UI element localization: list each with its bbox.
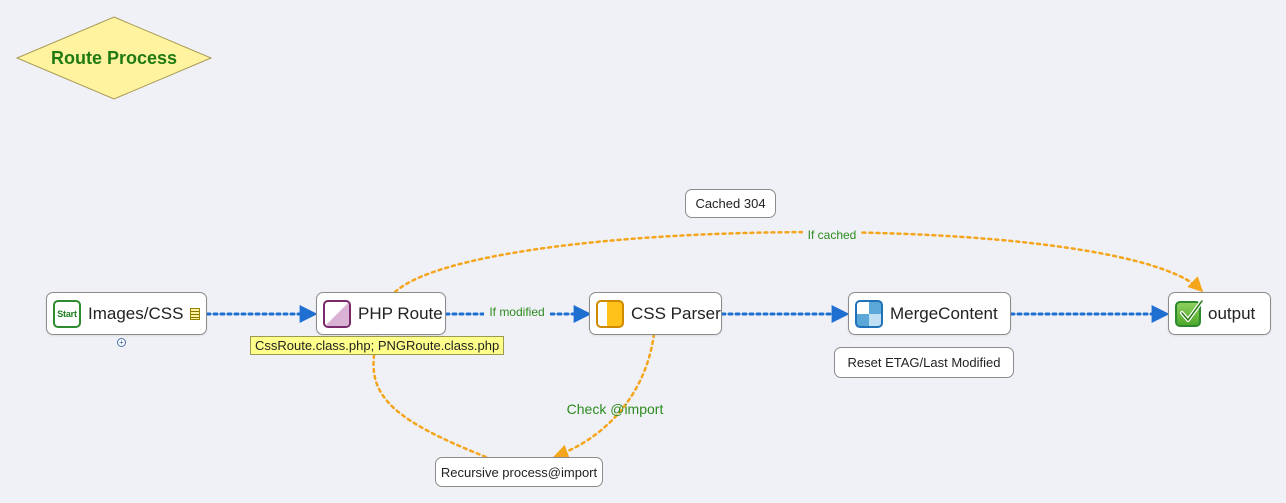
node-label: output (1208, 303, 1256, 323)
node-php-route[interactable]: PHP Route (316, 292, 446, 335)
edge-label-bg (803, 226, 861, 242)
php-file-icon (323, 299, 351, 328)
node-output[interactable]: output (1168, 292, 1271, 335)
edge-label-check-import: Check @import (567, 401, 664, 417)
start-icon: Start (53, 299, 81, 328)
merge-icon (855, 299, 883, 328)
edge-label-if-cached: If cached (808, 228, 857, 242)
green-check-icon (1175, 298, 1204, 327)
note-icon[interactable] (190, 307, 201, 320)
note-recursive[interactable]: Recursive process@import (435, 457, 603, 487)
node-images-css[interactable]: Start Images/CSS (46, 292, 207, 335)
node-label: MergeContent (890, 303, 998, 323)
note-cached[interactable]: Cached 304 (685, 189, 776, 218)
edge-recursive-to-php[interactable] (366, 335, 488, 459)
edge-css-to-recursive[interactable] (553, 332, 656, 459)
edge-label-if-modified: If modified (489, 305, 544, 319)
edge-php-to-output-cached[interactable] (393, 230, 1204, 294)
css-file-icon (596, 299, 624, 328)
node-css-parser[interactable]: CSS Parser (589, 292, 722, 335)
edge-label-bg (484, 303, 550, 319)
tooltip: CssRoute.class.php; PNGRoute.class.php (250, 336, 505, 355)
title-diamond[interactable]: Route Process (15, 16, 213, 100)
node-merge-content[interactable]: MergeContent (848, 292, 1011, 335)
expand-icon[interactable]: + (117, 338, 126, 347)
diagram-title: Route Process (51, 48, 177, 68)
node-label: Images/CSS (88, 303, 184, 323)
node-label: PHP Route (358, 303, 443, 323)
note-reset[interactable]: Reset ETAG/Last Modified (834, 347, 1014, 378)
node-label: CSS Parser (631, 303, 721, 323)
